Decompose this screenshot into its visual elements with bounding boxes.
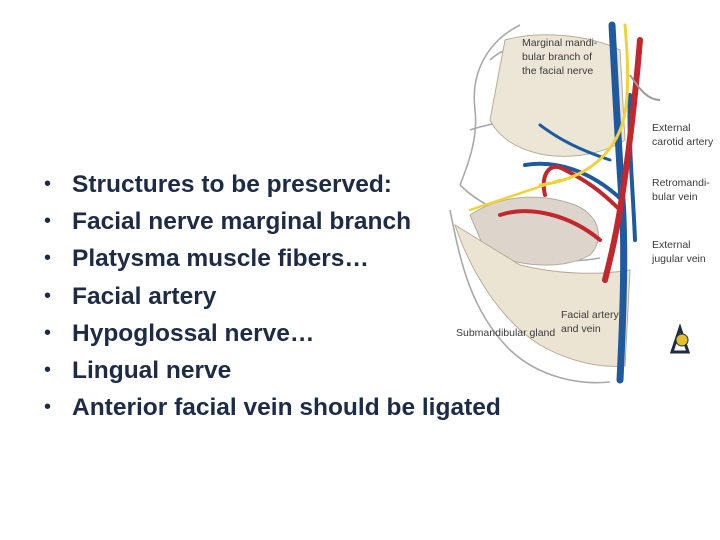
bullet-text: Facial nerve marginal branch xyxy=(72,208,412,236)
marginal-branch-label: Marginal mandi- xyxy=(522,37,598,49)
bullet-item: • Facial nerve marginal branch xyxy=(40,203,501,240)
bullet-item: • Facial artery xyxy=(40,278,501,315)
bullet-item: • Platysma muscle fibers… xyxy=(40,240,501,277)
illustration-labels: Marginal mandi- bular branch of the faci… xyxy=(456,37,714,339)
bullet-dot: • xyxy=(44,210,52,233)
external-carotid-label: carotid artery xyxy=(652,136,714,148)
bullet-item: • Hypoglossal nerve… xyxy=(40,315,501,352)
bullet-text: Anterior facial vein should be ligated xyxy=(72,394,501,422)
bullet-item: • Lingual nerve xyxy=(40,352,501,389)
external-jugular-label: jugular vein xyxy=(651,253,706,265)
facial-artery-vein-label: Facial artery xyxy=(561,309,620,321)
bullet-list: • Structures to be preserved: • Facial ner… xyxy=(40,166,501,426)
bullet-dot: • xyxy=(44,247,52,270)
bullet-dot: • xyxy=(44,396,52,419)
lower-jaw-shape xyxy=(454,223,631,367)
brace-line xyxy=(629,74,661,101)
marginal-branch-label: the facial nerve xyxy=(522,65,593,77)
bullet-dot: • xyxy=(44,359,52,382)
logo-icon xyxy=(669,323,691,354)
bullet-text: Platysma muscle fibers… xyxy=(72,245,369,273)
facial-artery-vein-label: and vein xyxy=(561,323,601,335)
marginal-branch-label: bular branch of xyxy=(522,51,592,63)
bullet-dot: • xyxy=(44,321,52,344)
bullet-text: Facial artery xyxy=(72,282,217,310)
external-carotid-label: External xyxy=(652,122,691,134)
retromandibular-vein-label: Retromandi- xyxy=(652,177,710,189)
bullet-item: • Anterior facial vein should be ligated xyxy=(40,389,501,426)
nerve-fibers xyxy=(468,23,630,212)
external-jugular-label: External xyxy=(652,239,691,251)
bullet-dot: • xyxy=(44,173,52,195)
submandibular-gland-label: Submandibular gland xyxy=(456,327,555,339)
bullet-text: Structures to be preserved: xyxy=(72,171,392,198)
mandible-shape xyxy=(489,34,626,157)
bullet-text: Lingual nerve xyxy=(72,357,232,385)
bullet-item: • Structures to be preserved: xyxy=(40,166,501,203)
bullet-text: Hypoglossal nerve… xyxy=(72,319,315,347)
retromandibular-vein-label: bular vein xyxy=(652,191,698,203)
bullet-dot: • xyxy=(44,284,52,307)
